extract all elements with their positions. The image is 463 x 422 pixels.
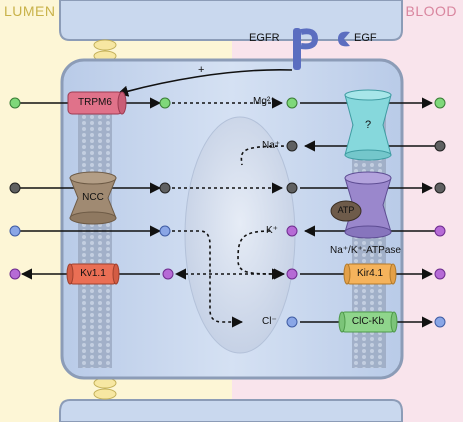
k-ion-dot bbox=[434, 225, 446, 237]
ncc-label: NCC bbox=[82, 192, 104, 203]
mg-ion-dot bbox=[159, 97, 171, 109]
mg-ion-dot bbox=[9, 97, 21, 109]
tight-junction-bottom-2 bbox=[93, 388, 117, 400]
k-ion-label: K⁺ bbox=[266, 225, 278, 236]
blood-label: BLOOD bbox=[405, 3, 457, 19]
k-ion-dot bbox=[162, 268, 174, 280]
k-ion-dot bbox=[286, 268, 298, 280]
pump-label: Na⁺/K⁺-ATPase bbox=[330, 245, 401, 256]
na-ion-dot bbox=[434, 140, 446, 152]
trpm6-label: TRPM6 bbox=[78, 97, 112, 108]
cl-ion-dot bbox=[434, 316, 446, 328]
upper-neighbor-cell bbox=[59, 0, 403, 41]
apical-membrane bbox=[78, 92, 112, 368]
na-ion-dot bbox=[286, 140, 298, 152]
na-ion-dot bbox=[9, 182, 21, 194]
kir-channel bbox=[343, 263, 397, 285]
na-recycle-arrow bbox=[240, 145, 291, 166]
cl-ion-dot bbox=[286, 316, 298, 328]
kv-channel bbox=[66, 263, 120, 285]
egfr-binding-domain bbox=[300, 28, 319, 50]
stimulation-sign: + bbox=[198, 64, 205, 76]
kv-label: Kv1.1 bbox=[80, 268, 106, 279]
egf-ligand-icon bbox=[338, 31, 350, 47]
lumen-label: LUMEN bbox=[4, 3, 56, 19]
mg-ion-dot bbox=[434, 97, 446, 109]
egfr-receptor bbox=[293, 28, 301, 70]
k-ion-dot bbox=[434, 268, 446, 280]
lower-neighbor-cell bbox=[59, 399, 403, 422]
egfr-stimulation-arrow bbox=[116, 69, 293, 97]
nucleus bbox=[184, 116, 296, 354]
cl-ion-dot bbox=[9, 225, 21, 237]
na-k-atpase-pump bbox=[330, 171, 392, 239]
na-ion-dot bbox=[434, 182, 446, 194]
cl-ion-dot bbox=[159, 225, 171, 237]
k-ion-dot bbox=[286, 225, 298, 237]
clc-label: ClC-Kb bbox=[351, 316, 385, 327]
atp-label: ATP bbox=[337, 205, 355, 215]
tight-junction-top-1 bbox=[93, 39, 117, 51]
mg-ion-label: Mg²⁺ bbox=[253, 96, 276, 107]
kir-label: Kir4.1 bbox=[356, 268, 384, 279]
clc-channel bbox=[338, 311, 398, 333]
egfr-label: EGFR bbox=[249, 32, 280, 44]
na-ion-dot bbox=[159, 182, 171, 194]
ncc-channel bbox=[69, 171, 117, 225]
unknown-channel-label: ? bbox=[364, 119, 372, 131]
egf-label: EGF bbox=[354, 32, 377, 44]
mg-ion-dot bbox=[286, 97, 298, 109]
na-ion-dot bbox=[286, 182, 298, 194]
trpm6-channel bbox=[67, 91, 127, 115]
k-ion-dot bbox=[9, 268, 21, 280]
cl-ion-label: Cl⁻ bbox=[262, 316, 277, 327]
unknown-mg-channel bbox=[344, 89, 392, 161]
na-ion-label: Na⁺ bbox=[262, 140, 281, 151]
